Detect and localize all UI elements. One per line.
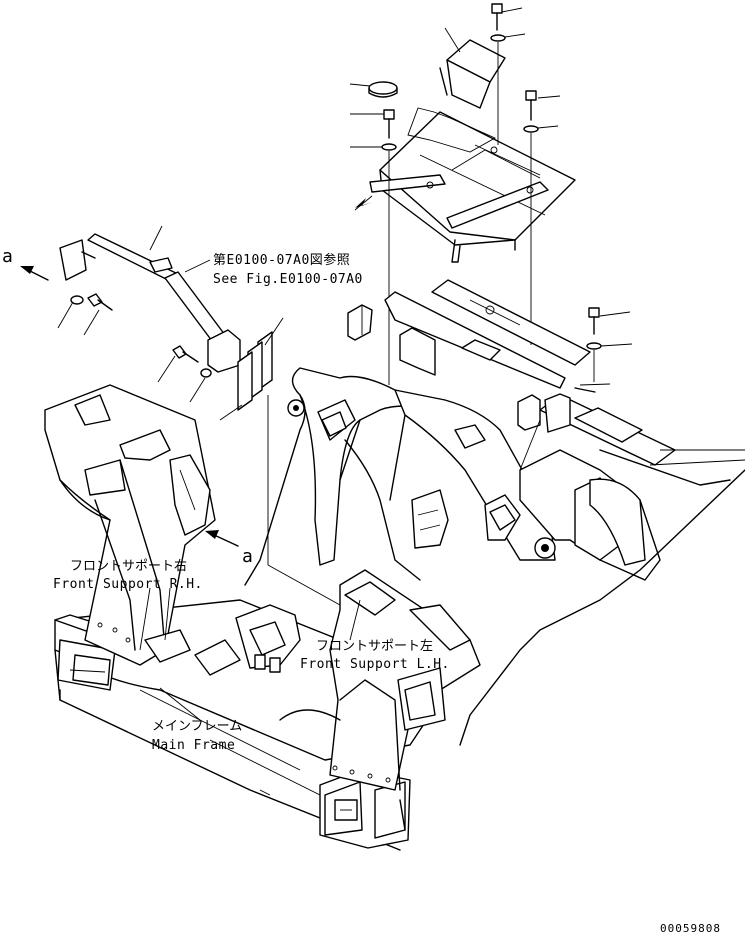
ref-label-en: See Fig.E0100-07A0 <box>213 272 363 287</box>
front-support-lh-label-en: Front Support L.H. <box>300 657 450 672</box>
shims <box>237 331 273 411</box>
left-bolts <box>70 293 212 378</box>
drawing-number: 00059808 <box>660 922 721 935</box>
front-support-rh-label-jp: フロントサポート右 <box>70 559 187 574</box>
view-a-label-right: a <box>242 546 253 567</box>
main-frame-label-jp: メインフレーム <box>152 719 242 734</box>
rubber-plug <box>368 81 398 98</box>
top-cover-plate <box>369 107 576 263</box>
ref-label-jp: 第E0100-07A0図参照 <box>213 252 350 268</box>
main-frame-label-en: Main Frame <box>152 738 235 753</box>
cover-bracket <box>439 39 506 109</box>
front-support-rh-label-en: Front Support R.H. <box>53 577 203 592</box>
view-a-label-left: a <box>2 246 13 267</box>
left-support-bracket <box>59 233 241 373</box>
main-frame <box>44 367 745 851</box>
leader-lines <box>57 7 633 721</box>
bolt-right-side <box>586 307 602 382</box>
rear-bracket-assembly <box>347 279 676 466</box>
bolts-top <box>381 3 539 151</box>
front-support-lh-label-jp: フロントサポート左 <box>316 639 433 654</box>
assembly-lines-top <box>388 42 532 385</box>
arrows <box>20 198 372 547</box>
